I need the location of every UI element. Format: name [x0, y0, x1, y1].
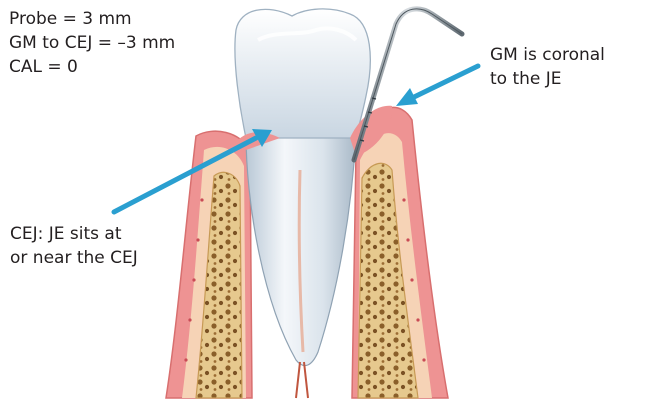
arrow-gm [396, 66, 478, 106]
gm-callout-line2: to the JE [490, 67, 605, 91]
probe-depth-text: Probe = 3 mm [9, 7, 175, 31]
tooth-crown [235, 9, 370, 138]
cej-callout-line1: CEJ: JE sits at [10, 222, 138, 246]
cej-callout-line2: or near the CEJ [10, 246, 138, 270]
gm-to-cej-text: GM to CEJ = –3 mm [9, 31, 175, 55]
gm-callout: GM is coronal to the JE [490, 43, 605, 91]
measurement-stats: Probe = 3 mm GM to CEJ = –3 mm CAL = 0 [9, 7, 175, 79]
gm-callout-line1: GM is coronal [490, 43, 605, 67]
cal-text: CAL = 0 [9, 55, 175, 79]
cej-callout: CEJ: JE sits at or near the CEJ [10, 222, 138, 270]
